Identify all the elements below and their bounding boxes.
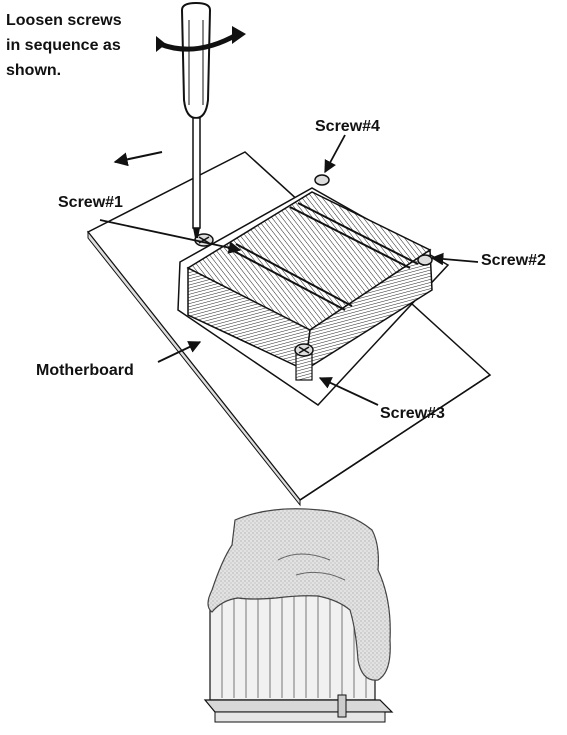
instruction-line-3: shown. — [6, 62, 61, 79]
hand-lifting-heatsink — [203, 508, 394, 723]
leader-screw-3 — [318, 377, 379, 406]
screwdriver-icon — [180, 1, 212, 238]
label-motherboard: Motherboard — [36, 362, 134, 379]
screw-2 — [417, 254, 433, 266]
leader-screw-1 — [99, 219, 242, 254]
screw-3 — [294, 343, 314, 381]
label-screw-4: Screw#4 — [315, 118, 380, 135]
rotation-arrow-icon — [156, 26, 246, 52]
leader-screw-2 — [430, 252, 479, 266]
instruction-line-2: in sequence as — [6, 37, 121, 54]
label-screw-3: Screw#3 — [380, 405, 445, 422]
label-screw-1: Screw#1 — [58, 194, 123, 211]
screw-4 — [314, 174, 330, 186]
leader-motherboard — [157, 341, 202, 363]
direction-arrow — [113, 151, 163, 167]
leader-screw-4 — [324, 134, 346, 174]
heatsink-fins — [186, 191, 433, 372]
instruction-line-1: Loosen screws — [6, 12, 122, 29]
label-screw-2: Screw#2 — [481, 252, 546, 269]
